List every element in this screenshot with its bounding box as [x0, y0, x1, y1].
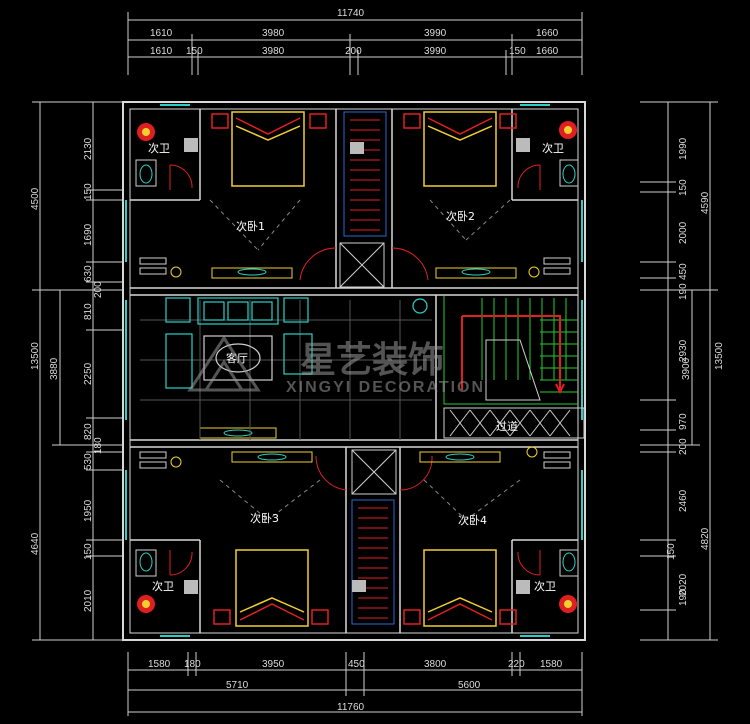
dim-right-inner-2: 150 [678, 179, 689, 196]
bed-bedroom-3 [213, 549, 329, 627]
room-bedroom-1: 次卧1 [236, 219, 265, 233]
right-dimension-labels: 4590 13500 4820 3900 1990 150 2000 450 1… [666, 137, 725, 606]
dim-left-inner-12: 150 [83, 543, 94, 560]
dim-left-inner-1: 2130 [83, 137, 94, 160]
dim-left-outer-2: 13500 [30, 342, 41, 370]
dim-left-mid-1: 3880 [49, 357, 60, 380]
dim-left-inner-5: 200 [93, 281, 104, 298]
room-bath-top-left: 次卫 [148, 141, 170, 155]
dim-top-2: 3980 [262, 28, 285, 39]
dim-right-inner-4: 450 [678, 263, 689, 280]
bathroom-bottom-left [135, 549, 198, 613]
dim-top-1: 1610 [150, 28, 173, 39]
watermark-text: 星艺装饰 [300, 340, 444, 381]
dim-left-inner-4: 630 [83, 265, 94, 282]
dim-top2-2: 150 [186, 46, 203, 57]
dim-left-inner-8: 820 [83, 423, 94, 440]
dim-left-inner-7: 2250 [83, 362, 94, 385]
room-bedroom-4: 次卧4 [458, 513, 487, 527]
bed-bedroom-2 [403, 111, 517, 187]
dim-bot-4: 450 [348, 659, 365, 670]
top-dimensions [127, 12, 583, 75]
wardrobe-bottom [351, 449, 397, 625]
bathroom-top-right [516, 121, 579, 190]
room-bath-bottom-right: 次卫 [534, 579, 556, 593]
dim-right-outer-3: 4820 [700, 527, 711, 550]
dim-bottom-total: 11760 [337, 702, 365, 713]
bottom-dimensions [127, 652, 583, 716]
watermark-latin: XINGYI DECORATION [286, 379, 485, 396]
watermark-logo [187, 335, 261, 392]
bed-bedroom-1 [211, 111, 327, 187]
dim-right-inner-8: 200 [678, 438, 689, 455]
windows [125, 104, 583, 637]
dim-top2-1: 1610 [150, 46, 173, 57]
dim-right-inner-12: 190 [678, 589, 689, 606]
dim-top2-5: 3990 [424, 46, 447, 57]
living-room-sofa-set [165, 297, 428, 389]
dim-bot-3: 3950 [262, 659, 285, 670]
dim-left-inner-10: 530 [83, 453, 94, 470]
dim-right-inner-7: 970 [678, 413, 689, 430]
dim-left-inner-6: 810 [83, 303, 94, 320]
dim-top-total: 11740 [337, 8, 365, 19]
room-bedroom-3: 次卧3 [250, 511, 279, 525]
dim-right-inner-3: 2000 [678, 221, 689, 244]
dim-top2-3: 3980 [262, 46, 285, 57]
dim-top2-6: 150 [509, 46, 526, 57]
dim-left-outer-3: 4640 [30, 532, 41, 555]
bathroom-top-left [135, 123, 198, 190]
dashed-guides [209, 199, 521, 521]
dim-bot2-1: 5710 [226, 680, 249, 691]
dim-top-4: 1660 [536, 28, 559, 39]
dim-bot-5: 3800 [424, 659, 447, 670]
dim-right-inner-10: 150 [666, 543, 677, 560]
dim-left-inner-13: 2010 [83, 589, 94, 612]
dim-top-3: 3990 [424, 28, 447, 39]
dim-bot-6: 220 [508, 659, 525, 670]
room-corridor: 过道 [496, 419, 518, 433]
dim-bot2-2: 5600 [458, 680, 481, 691]
dim-right-inner-9: 2460 [678, 489, 689, 512]
room-bath-bottom-left: 次卫 [152, 579, 174, 593]
dim-right-inner-11: 2020 [678, 573, 689, 596]
corridor-railing [443, 407, 585, 439]
dim-right-inner-1: 1990 [678, 137, 689, 160]
dim-top2-4: 200 [345, 46, 362, 57]
left-dimension-labels: 4500 13500 4640 3880 2130 150 1690 630 2… [30, 137, 104, 612]
wardrobe-top [339, 111, 387, 288]
dim-left-inner-3: 1690 [83, 223, 94, 246]
bathroom-bottom-right [516, 549, 579, 613]
dim-right-inner-5: 190 [678, 283, 689, 300]
interior-walls [130, 109, 578, 633]
dim-bot-7: 1580 [540, 659, 563, 670]
dim-bot-1: 1580 [148, 659, 171, 670]
right-dimensions [640, 101, 718, 641]
room-bath-top-right: 次卫 [542, 141, 564, 155]
room-bedroom-2: 次卧2 [446, 209, 475, 223]
dim-bot-2: 180 [184, 659, 201, 670]
dim-right-inner-6: 2930 [678, 339, 689, 362]
left-dimensions [32, 101, 122, 641]
bed-bedroom-4 [403, 549, 517, 627]
side-tables [139, 257, 571, 469]
exterior-walls [122, 101, 586, 641]
tv-units [199, 267, 517, 463]
dim-top2-7: 1660 [536, 46, 559, 57]
dim-right-outer-1: 4590 [700, 191, 711, 214]
dim-left-inner-11: 1950 [83, 499, 94, 522]
dim-left-inner-2: 150 [83, 183, 94, 200]
dim-right-mid-1: 3900 [681, 357, 692, 380]
dim-right-outer-2: 13500 [714, 342, 725, 370]
staircase [443, 296, 578, 405]
watermark: 星艺装饰 XINGYI DECORATION [187, 335, 485, 396]
dim-left-outer-1: 4500 [30, 187, 41, 210]
dim-left-inner-9: 180 [93, 437, 104, 454]
